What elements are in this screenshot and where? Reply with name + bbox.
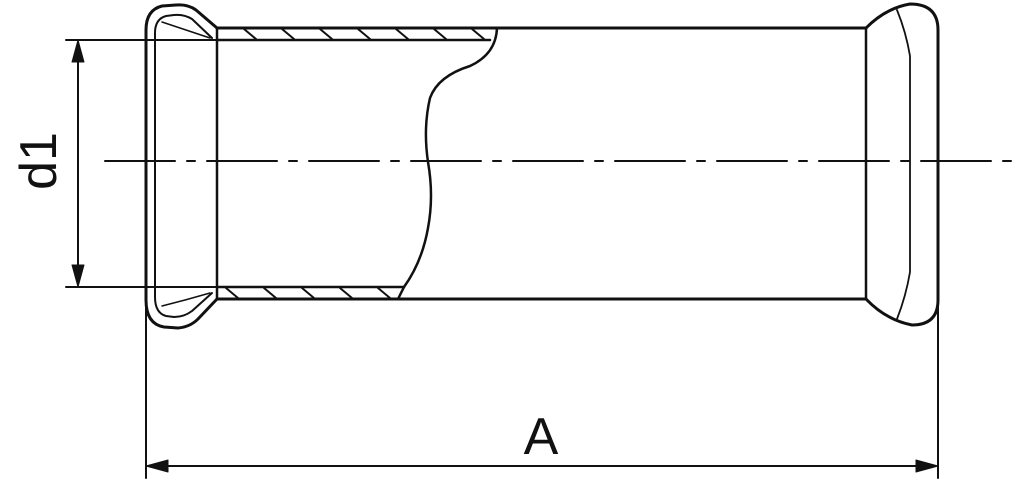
left-socket-inner bbox=[154, 13, 213, 318]
d1-arrow-bottom bbox=[71, 264, 85, 288]
right-socket-outer bbox=[864, 2, 940, 327]
a-arrow-right bbox=[915, 459, 939, 473]
break-line bbox=[396, 26, 499, 301]
left-bead-seal bbox=[161, 21, 211, 307]
wall-top-hatching bbox=[243, 28, 485, 40]
left-socket-outer bbox=[144, 3, 219, 330]
a-arrow-left bbox=[145, 459, 169, 473]
wall-bottom-hatching bbox=[225, 287, 391, 299]
label-a: A bbox=[524, 408, 559, 466]
label-d1: d1 bbox=[10, 132, 68, 190]
right-socket-inner bbox=[896, 9, 911, 320]
d1-arrow-top bbox=[71, 39, 85, 63]
